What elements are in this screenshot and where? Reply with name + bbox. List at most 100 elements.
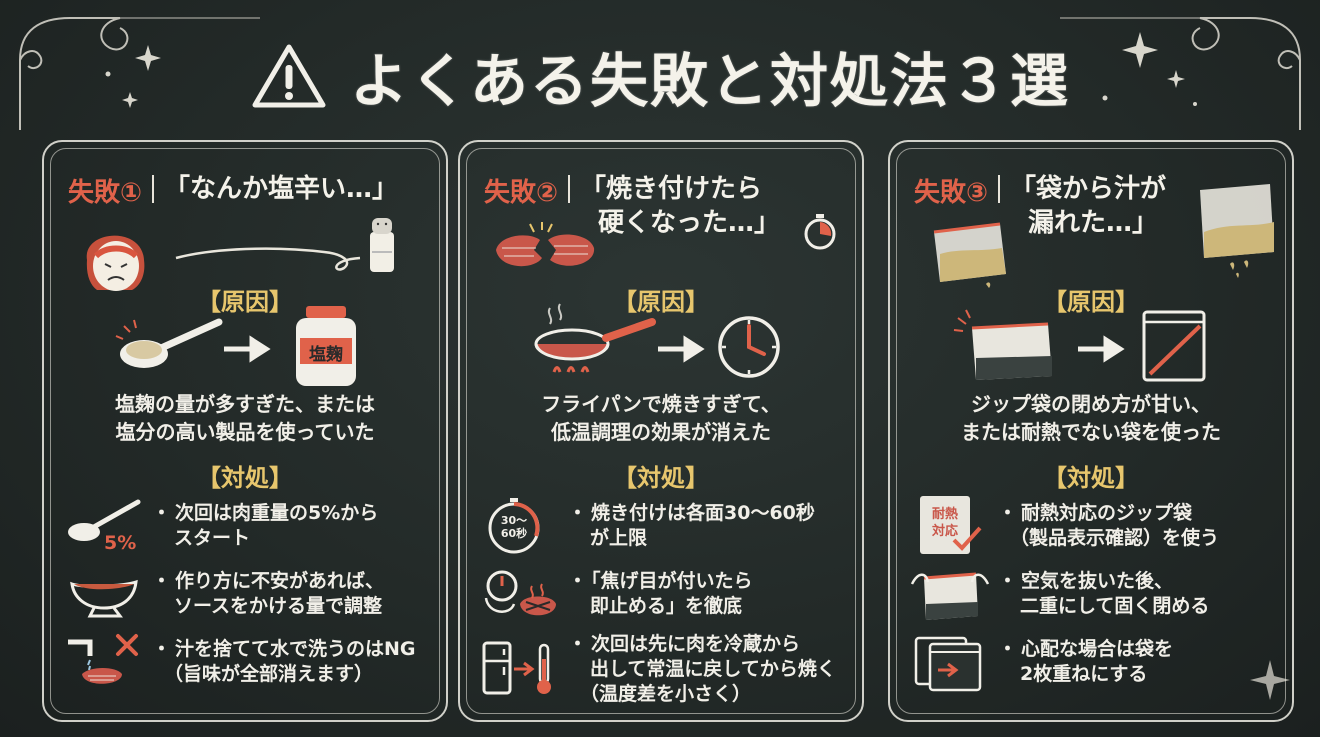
heatproof-bag-check-icon: 耐熱対応 [910, 496, 990, 556]
frying-pan-icon [534, 303, 656, 373]
cause-text: フライパンで焼きすぎて、 低温調理の効果が消えた [470, 390, 852, 446]
arrow-icon [1078, 335, 1125, 363]
non-heatproof-bag-icon [1142, 310, 1206, 382]
fix-line: 二重にして固く閉める [1020, 595, 1210, 617]
cause-text: 塩麹の量が多すぎた、または 塩分の高い製品を使っていた [54, 390, 436, 446]
panel-header: 失敗② 「焼き付けたら 硬くなった…」 [484, 172, 842, 240]
fix-item: ・作り方に不安があれば、 ソースをかける量で調整 [64, 562, 436, 626]
fix-line: が上限 [590, 527, 648, 549]
cause-line: フライパンで焼きすぎて、 [541, 392, 781, 416]
hand-stopwatch-steak-icon [484, 570, 556, 616]
quote-line: 「袋から汁が [1010, 174, 1167, 204]
cause-line: 塩麹の量が多すぎた、または [115, 392, 375, 416]
arrow-icon [658, 335, 705, 363]
fix-label: 【対処】 [197, 464, 293, 492]
timer-label: 30〜60秒 [492, 514, 536, 540]
bag-label-line: 対応 [931, 524, 958, 539]
fix-text: ・耐熱対応のジップ袋 （製品表示確認）を使う [998, 502, 1220, 549]
fix-text: ・焼き付けは各面30〜60秒 が上限 [568, 502, 815, 549]
fix-item: 耐熱対応 ・耐熱対応のジップ袋 （製品表示確認）を使う [910, 494, 1282, 558]
fridge-thermometer-icon [482, 641, 551, 695]
cause-line: 低温調理の効果が消えた [551, 420, 771, 444]
quote-line: 硬くなった…」 [598, 208, 781, 238]
fix-line: （旨味が全部消えます） [164, 663, 374, 685]
fix-item: 5% ・次回は肉重量の5%から スタート [64, 494, 436, 558]
fix-text: ・汁を捨てて水で洗うのはNG （旨味が全部消えます） [152, 638, 416, 685]
fix-line: 出して常温に戻してから焼く [590, 657, 836, 680]
fix-line: 汁を捨てて水で洗うのはNG [175, 638, 416, 660]
leaking-bag-icon [1200, 184, 1274, 278]
failure-panel-1: 失敗① 「なんか塩辛い…」 【原因】 塩麹 塩麹の [42, 140, 448, 722]
hands-sealing-bag-icon [910, 572, 990, 620]
failure-label: 失敗② [484, 178, 559, 208]
spoon-icon [115, 318, 223, 368]
fix-line: （製品表示確認）を使う [1010, 527, 1220, 549]
cause-line: または耐熱でない袋を使った [961, 420, 1221, 444]
faucet-no-icon [68, 634, 138, 684]
page-header: よくある失敗と対処法３選 [0, 36, 1320, 116]
percent-label: 5% [104, 532, 137, 554]
failure-quote: 「袋から汁が 漏れた…」 [1010, 172, 1166, 240]
fix-line: 即止める」を徹底 [590, 595, 743, 617]
arrow-icon [224, 335, 271, 363]
fix-line: 次回は先に肉を冷蔵から [591, 632, 801, 655]
panel-header: 失敗③ 「袋から汁が 漏れた…」 [914, 172, 1272, 240]
timer-label-line: 30〜 [500, 514, 528, 527]
cause-label: 【原因】 [197, 288, 293, 316]
fix-label: 【対処】 [1043, 464, 1139, 492]
panel-header: 失敗① 「なんか塩辛い…」 [68, 172, 426, 209]
clock-icon [718, 316, 780, 378]
fix-line: 空気を抜いた後、 [1021, 570, 1174, 592]
broken-steak-icon [496, 222, 595, 267]
failure-label: 失敗① [68, 178, 143, 208]
fix-line: スタート [174, 527, 251, 549]
double-bag-icon [914, 636, 982, 692]
fix-text: ・次回は先に肉を冷蔵から 出して常温に戻してから焼く （温度差を小さく） [568, 632, 836, 705]
failure-label: 失敗③ [914, 178, 989, 208]
fix-item: ・汁を捨てて水で洗うのはNG （旨味が全部消えます） [64, 630, 436, 694]
fix-item: ・心配な場合は袋を 2枚重ねにする [910, 630, 1282, 694]
fix-line: （温度差を小さく） [580, 682, 752, 705]
fix-line: 焼き付けは各面30〜60秒 [591, 502, 815, 524]
quote-line: 漏れた…」 [1028, 208, 1159, 238]
quote-line: 「焼き付けたら [580, 174, 763, 204]
timer-icon: 30〜60秒 [480, 496, 560, 556]
fix-line: 作り方に不安があれば、 [175, 570, 385, 592]
divider [152, 175, 155, 203]
salt-shaker-icon [370, 218, 394, 272]
fix-item: ・次回は先に肉を冷蔵から 出して常温に戻してから焼く （温度差を小さく） [480, 630, 852, 708]
fix-item: 30〜60秒 ・焼き付けは各面30〜60秒 が上限 [480, 494, 852, 558]
bag-label-line: 耐熱 [931, 507, 958, 522]
cause-label: 【原因】 [1043, 288, 1139, 316]
fix-line: 耐熱対応のジップ袋 [1021, 502, 1193, 524]
fix-line: 次回は肉重量の5%から [175, 502, 379, 524]
warning-icon [252, 44, 326, 108]
fix-text: ・心配な場合は袋を 2枚重ねにする [998, 638, 1174, 685]
fix-text: ・作り方に不安があれば、 ソースをかける量で調整 [152, 570, 385, 617]
bag-label: 耐熱対応 [920, 506, 970, 540]
fix-text: ・空気を抜いた後、 二重にして固く閉める [998, 570, 1210, 617]
cause-line: 塩分の高い製品を使っていた [115, 420, 375, 444]
fix-text: ・「焦げ目が付いたら 即止める」を徹底 [568, 570, 753, 617]
fix-item: ・空気を抜いた後、 二重にして固く閉める [910, 562, 1282, 626]
fix-line: 2枚重ねにする [1020, 663, 1148, 685]
cause-text: ジップ袋の閉め方が甘い、 または耐熱でない袋を使った [900, 390, 1282, 446]
failure-panel-3: 失敗③ 「袋から汁が 漏れた…」 【原因】 ジップ袋の閉め方が甘い、 または耐熱… [888, 140, 1294, 722]
spoon-5-percent-icon: 5% [64, 496, 144, 556]
jar-label: 塩麹 [309, 345, 343, 365]
open-zip-bag-icon [953, 309, 1052, 380]
failure-panel-2: 失敗② 「焼き付けたら 硬くなった…」 【原因】 フライパンで焼きすぎて、 低温… [458, 140, 864, 722]
stopwatch-icon [804, 214, 836, 250]
wavy-line [175, 247, 361, 271]
fix-line: 心配な場合は袋を [1021, 638, 1174, 660]
fix-label: 【対処】 [613, 464, 709, 492]
failure-quote: 「なんか塩辛い…」 [164, 174, 399, 204]
timer-label-line: 60秒 [500, 527, 528, 540]
page-title: よくある失敗と対処法３選 [349, 47, 1070, 115]
cause-line: ジップ袋の閉め方が甘い、 [971, 392, 1211, 416]
fix-text: ・次回は肉重量の5%から スタート [152, 502, 379, 549]
sauce-boat-icon [70, 579, 138, 618]
leaking-bag-icon [933, 222, 1006, 288]
failure-quote: 「焼き付けたら 硬くなった…」 [580, 172, 780, 240]
divider [568, 175, 571, 203]
